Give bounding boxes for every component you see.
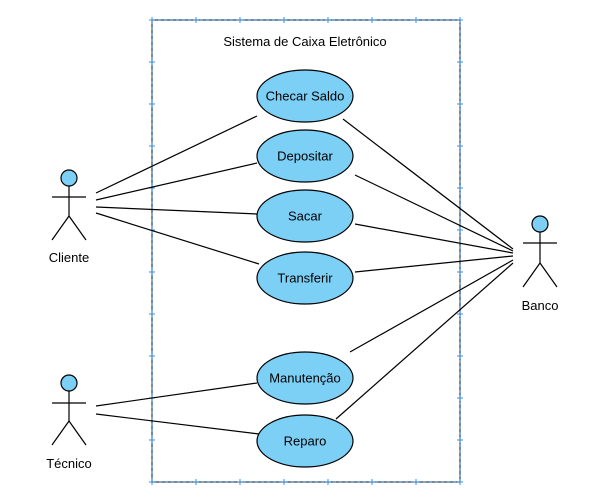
resize-handle[interactable]: [413, 17, 419, 23]
assoc-banco-manutencao[interactable]: [349, 259, 514, 353]
assoc-banco-sacar[interactable]: [354, 223, 514, 254]
use-case-label: Checar Saldo: [266, 89, 345, 104]
assoc-banco-transferir[interactable]: [354, 255, 514, 273]
actor-leg-right: [68, 420, 87, 446]
actor-cliente[interactable]: [51, 169, 87, 241]
use-case-transferir[interactable]: Transferir: [256, 251, 354, 305]
resize-handle[interactable]: [369, 479, 375, 485]
use-case-sacar[interactable]: Sacar: [256, 189, 354, 243]
resize-handle[interactable]: [281, 17, 287, 23]
resize-handle[interactable]: [457, 353, 463, 359]
assoc-cliente-transferir[interactable]: [95, 212, 260, 265]
resize-handle[interactable]: [193, 17, 199, 23]
selection-handles[interactable]: [149, 17, 463, 485]
assoc-cliente-sacar[interactable]: [95, 206, 258, 215]
resize-handle[interactable]: [149, 269, 155, 275]
resize-handle[interactable]: [193, 479, 199, 485]
actor-head: [60, 169, 78, 187]
assoc-cliente-checar-saldo[interactable]: [95, 115, 258, 194]
actor-label-banco: Banco: [522, 298, 559, 313]
resize-handle[interactable]: [149, 17, 155, 23]
actor-leg-left: [51, 420, 70, 446]
use-case-label: Reparo: [284, 434, 327, 449]
resize-handle[interactable]: [149, 437, 155, 443]
use-case-label: Transferir: [277, 271, 333, 286]
resize-handle[interactable]: [457, 143, 463, 149]
use-case-checar-saldo[interactable]: Checar Saldo: [256, 69, 354, 123]
system-title: Sistema de Caixa Eletrônico: [223, 34, 386, 49]
actor-leg-left: [51, 215, 70, 241]
assoc-banco-reparo[interactable]: [335, 262, 514, 420]
resize-handle[interactable]: [457, 227, 463, 233]
resize-handle[interactable]: [457, 479, 463, 485]
actor-label-cliente: Cliente: [49, 250, 89, 265]
use-case-manutencao[interactable]: Manutenção: [256, 351, 354, 405]
actor-label-tecnico: Técnico: [46, 456, 92, 471]
assoc-banco-checar-saldo[interactable]: [342, 118, 514, 250]
selection-outline: [151, 19, 461, 483]
resize-handle[interactable]: [149, 311, 155, 317]
resize-handle[interactable]: [149, 101, 155, 107]
resize-handle[interactable]: [457, 59, 463, 65]
assoc-tecnico-reparo[interactable]: [95, 413, 260, 435]
assoc-tecnico-manutencao[interactable]: [95, 382, 258, 407]
resize-handle[interactable]: [457, 437, 463, 443]
resize-handle[interactable]: [457, 311, 463, 317]
resize-handle[interactable]: [149, 59, 155, 65]
resize-handle[interactable]: [413, 479, 419, 485]
resize-handle[interactable]: [457, 395, 463, 401]
resize-handle[interactable]: [457, 17, 463, 23]
resize-handle[interactable]: [149, 479, 155, 485]
use-case-depositar[interactable]: Depositar: [256, 129, 354, 183]
assoc-cliente-depositar[interactable]: [95, 162, 258, 201]
use-case-label: Sacar: [288, 209, 323, 224]
use-case-reparo[interactable]: Reparo: [256, 414, 354, 468]
use-case-label: Manutenção: [269, 371, 341, 386]
actor-leg-left: [522, 262, 541, 288]
resize-handle[interactable]: [457, 101, 463, 107]
resize-handle[interactable]: [457, 269, 463, 275]
resize-handle[interactable]: [237, 17, 243, 23]
actor-banco[interactable]: [522, 215, 558, 288]
resize-handle[interactable]: [149, 143, 155, 149]
actor-tecnico[interactable]: [51, 374, 87, 446]
actor-head: [531, 215, 549, 233]
actor-leg-right: [539, 262, 558, 288]
resize-handle[interactable]: [237, 479, 243, 485]
resize-handle[interactable]: [369, 17, 375, 23]
assoc-banco-depositar[interactable]: [354, 174, 514, 252]
actor-leg-right: [68, 215, 87, 241]
resize-handle[interactable]: [457, 185, 463, 191]
associations: [95, 115, 514, 435]
use-case-label: Depositar: [277, 149, 333, 164]
resize-handle[interactable]: [149, 353, 155, 359]
resize-handle[interactable]: [325, 479, 331, 485]
resize-handle[interactable]: [325, 17, 331, 23]
resize-handle[interactable]: [281, 479, 287, 485]
actor-head: [60, 374, 78, 392]
